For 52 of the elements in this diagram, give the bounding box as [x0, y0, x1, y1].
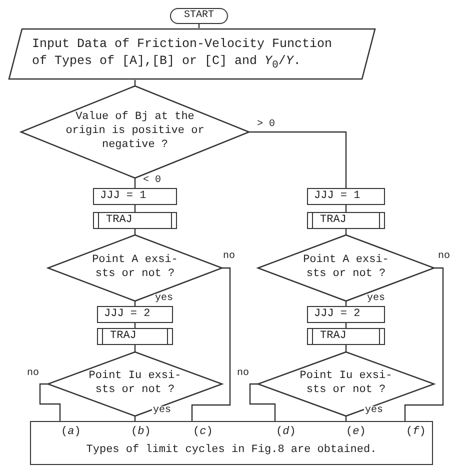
connector-line: [345, 345, 347, 352]
decision-diamond: [48, 352, 222, 416]
connector-line: [134, 416, 136, 421]
case-label: (e): [346, 426, 366, 440]
connector-line: [345, 205, 347, 212]
decision-text: Value of Bj at the origin is positive or negative ?: [64, 111, 206, 153]
connector-line: [134, 301, 136, 306]
connector-line: [345, 416, 347, 421]
process-box: JJJ = 2: [307, 306, 385, 323]
connector-line: [134, 323, 136, 328]
edge-label: yes: [364, 406, 384, 416]
connector-line: [134, 205, 136, 212]
connector-line: [39, 383, 61, 421]
subroutine-box: TRAJ: [307, 328, 385, 345]
connector-line: [134, 229, 136, 235]
decision-text: Point A exsi- sts or not ?: [91, 254, 179, 282]
connector-line: [345, 229, 347, 235]
connector-line: [345, 323, 347, 328]
decision-diamond: [258, 352, 434, 416]
case-label: (a): [61, 426, 81, 440]
case-label: (c): [193, 426, 213, 440]
process-box: JJJ = 1: [307, 188, 385, 205]
subroutine-box: TRAJ: [307, 212, 385, 229]
terminal-box: START: [170, 8, 228, 24]
subroutine-box: TRAJ: [97, 328, 173, 345]
process-box: JJJ = 2: [97, 306, 173, 323]
decision-text: Point Iu exsi- sts or not ?: [88, 370, 182, 398]
decision-diamond: [258, 235, 434, 301]
case-label: (d): [276, 426, 296, 440]
edge-label: yes: [154, 294, 174, 304]
connector-line: [191, 267, 231, 421]
decision-text: Point A exsi- sts or not ?: [302, 254, 390, 282]
result-box: [30, 421, 433, 465]
connector-line: [249, 383, 276, 421]
connector-line: [134, 178, 136, 188]
edge-label: yes: [366, 294, 386, 304]
connector-line: [404, 267, 444, 421]
process-box: JJJ = 1: [93, 188, 177, 205]
subroutine-box: TRAJ: [93, 212, 177, 229]
connector-line: [345, 301, 347, 306]
case-label: (f): [406, 426, 426, 440]
input-parallelogram: [8, 28, 376, 80]
result-text: Types of limit cycles in Fig.8 are obtained.: [85, 444, 378, 458]
connector-line: [198, 24, 200, 28]
connector-line: [134, 80, 136, 86]
input-text: Input Data of Friction-Velocity Function of Types of [A],[B] or [C] and Y$_{0}$/Y.: [32, 36, 334, 72]
edge-label: yes: [152, 406, 172, 416]
case-label: (b): [131, 426, 151, 440]
connector-line: [249, 131, 347, 188]
decision-text: Point Iu exsi- sts or not ?: [298, 370, 394, 398]
connector-line: [134, 345, 136, 352]
decision-diamond: [48, 235, 222, 301]
